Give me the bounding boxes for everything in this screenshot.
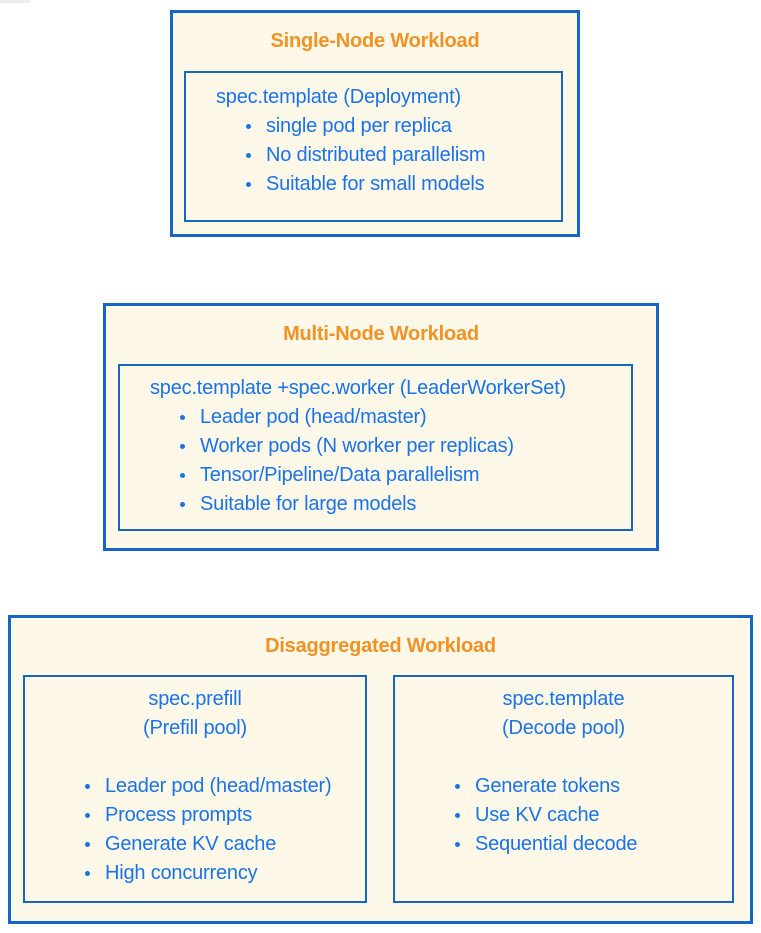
corner-artifact xyxy=(0,0,30,3)
bullet-item: High concurrency xyxy=(25,859,365,888)
bullet-item: Use KV cache xyxy=(395,801,732,830)
bullet-item: Process prompts xyxy=(25,801,365,830)
spec-box-header-line2: (Decode pool) xyxy=(501,717,626,739)
spec-box-prefill-pool: spec.prefill (Prefill pool) Leader pod (… xyxy=(23,675,367,903)
bullet-item: Leader pod (head/master) xyxy=(120,403,631,432)
panel-single-node-workload: Single-Node Workload spec.template (Depl… xyxy=(170,10,580,237)
spacer xyxy=(25,743,365,772)
bullet-item: Sequential decode xyxy=(395,830,732,859)
pool-box-row: spec.prefill (Prefill pool) Leader pod (… xyxy=(23,675,738,903)
bullet-item: No distributed parallelism xyxy=(186,141,561,170)
bullet-list: single pod per replica No distributed pa… xyxy=(186,112,561,199)
panel-disaggregated-workload: Disaggregated Workload spec.prefill (Pre… xyxy=(8,615,753,924)
bullet-item: Generate tokens xyxy=(395,772,732,801)
bullet-list: Generate tokens Use KV cache Sequential … xyxy=(395,772,732,859)
panel-title: Single-Node Workload xyxy=(270,30,480,52)
spec-box-header-line1: spec.prefill xyxy=(148,688,242,710)
spec-box-deployment: spec.template (Deployment) single pod pe… xyxy=(184,71,563,222)
bullet-item: single pod per replica xyxy=(186,112,561,141)
bullet-item: Leader pod (head/master) xyxy=(25,772,365,801)
spec-box-header: spec.template (Deployment) xyxy=(216,86,461,108)
bullet-list: Leader pod (head/master) Worker pods (N … xyxy=(120,403,631,519)
bullet-item: Suitable for large models xyxy=(120,490,631,519)
bullet-item: Tensor/Pipeline/Data parallelism xyxy=(120,461,631,490)
spec-box-header-line2: (Prefill pool) xyxy=(143,717,247,739)
spec-box-header-line1: spec.template xyxy=(502,688,625,710)
panel-multi-node-workload: Multi-Node Workload spec.template +spec.… xyxy=(103,303,659,551)
spacer xyxy=(395,743,732,772)
spec-box-leaderworkerset: spec.template +spec.worker (LeaderWorker… xyxy=(118,364,633,531)
panel-title: Disaggregated Workload xyxy=(265,635,496,657)
spec-box-header: spec.template +spec.worker (LeaderWorker… xyxy=(150,377,567,399)
bullet-list: Leader pod (head/master) Process prompts… xyxy=(25,772,365,888)
bullet-item: Suitable for small models xyxy=(186,170,561,199)
bullet-item: Worker pods (N worker per replicas) xyxy=(120,432,631,461)
panel-title: Multi-Node Workload xyxy=(283,323,479,345)
spec-box-decode-pool: spec.template (Decode pool) Generate tok… xyxy=(393,675,734,903)
bullet-item: Generate KV cache xyxy=(25,830,365,859)
